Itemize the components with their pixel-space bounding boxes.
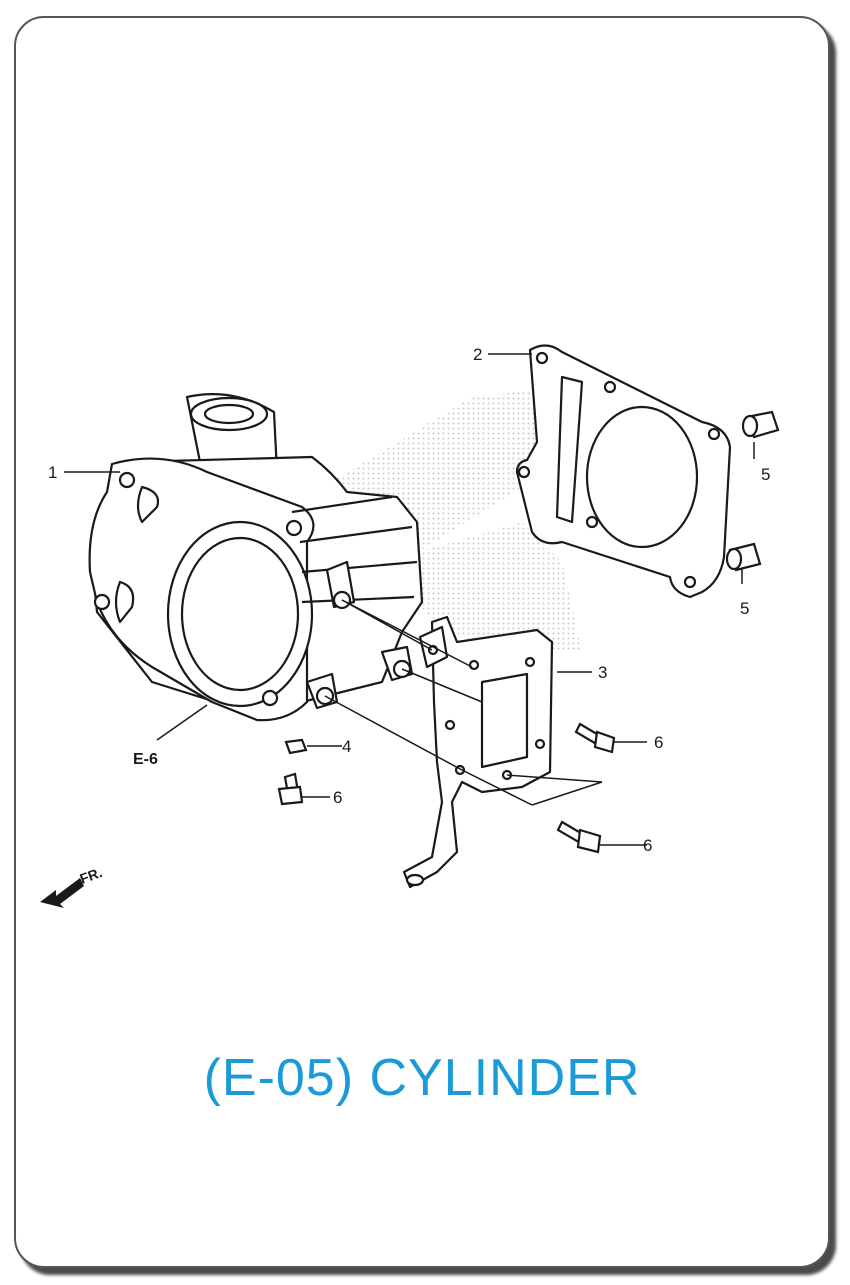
callout-5a: 5: [761, 465, 770, 484]
front-marker-label: FR.: [78, 864, 105, 887]
callout-4: 4: [342, 737, 351, 756]
nut-part: [284, 738, 308, 755]
cylinder-part: [88, 393, 424, 722]
diagram-card: 1 2 3 4 5 5 6 6 6 E-6 FR. (E-05) CYLINDE…: [14, 16, 830, 1268]
reference-label: E-6: [133, 751, 158, 768]
page-title: (E-05) CYLINDER: [203, 1049, 641, 1107]
dowel-pin-parts: [725, 410, 780, 572]
callout-labels: 1 2 3 4 5 5 6 6 6: [48, 345, 770, 855]
callout-6b: 6: [643, 836, 652, 855]
callout-6c: 6: [333, 788, 342, 807]
bracket-part: [402, 615, 554, 889]
callout-1: 1: [48, 463, 57, 482]
callout-6a: 6: [654, 733, 663, 752]
callout-5b: 5: [740, 599, 749, 618]
front-arrow-icon: FR.: [40, 864, 104, 908]
callout-3: 3: [598, 663, 607, 682]
parts-diagram: 1 2 3 4 5 5 6 6 6 E-6 FR.: [40, 344, 780, 908]
callout-2: 2: [473, 345, 482, 364]
gasket-part: [515, 344, 732, 599]
bolt-parts: [277, 722, 616, 854]
leader-lines: [64, 353, 755, 846]
